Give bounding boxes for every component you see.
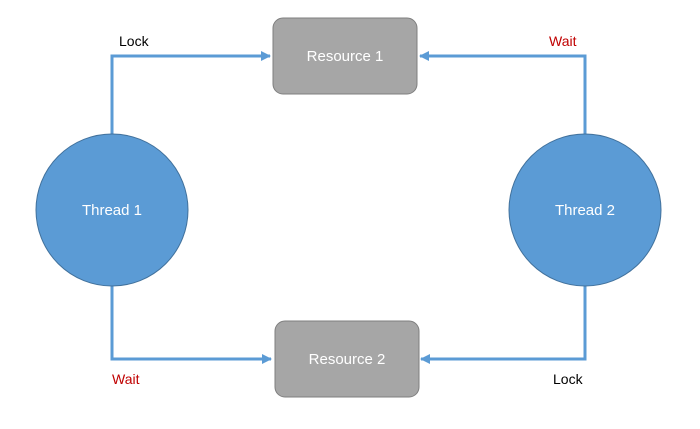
resource-1-box: [272, 17, 418, 95]
edge-thread1-resource2: [110, 284, 272, 364]
thread-2-node: Thread 2: [508, 133, 662, 287]
edge-label-thread1-resource1: Lock: [119, 33, 150, 49]
resource-2-label: Resource 2: [309, 351, 386, 368]
thread-2-circle: [508, 133, 662, 287]
thread-2-label: Thread 2: [555, 202, 615, 219]
resource-2-node: Resource 2: [274, 320, 420, 398]
edge-label-thread2-resource1: Wait: [549, 33, 577, 49]
edge-label-thread2-resource2: Lock: [553, 371, 584, 387]
thread-1-circle: [35, 133, 189, 287]
resource-1-node: Resource 1: [272, 17, 418, 95]
edge-thread1-resource1: [110, 51, 271, 137]
thread-1-label: Thread 1: [82, 202, 142, 219]
edge-thread2-resource1: [419, 51, 587, 137]
edge-label-thread1-resource2: Wait: [112, 371, 140, 387]
edge-thread2-resource2: [420, 284, 587, 364]
resource-1-label: Resource 1: [307, 48, 384, 65]
thread-1-node: Thread 1: [35, 133, 189, 287]
resource-2-box: [274, 320, 420, 398]
